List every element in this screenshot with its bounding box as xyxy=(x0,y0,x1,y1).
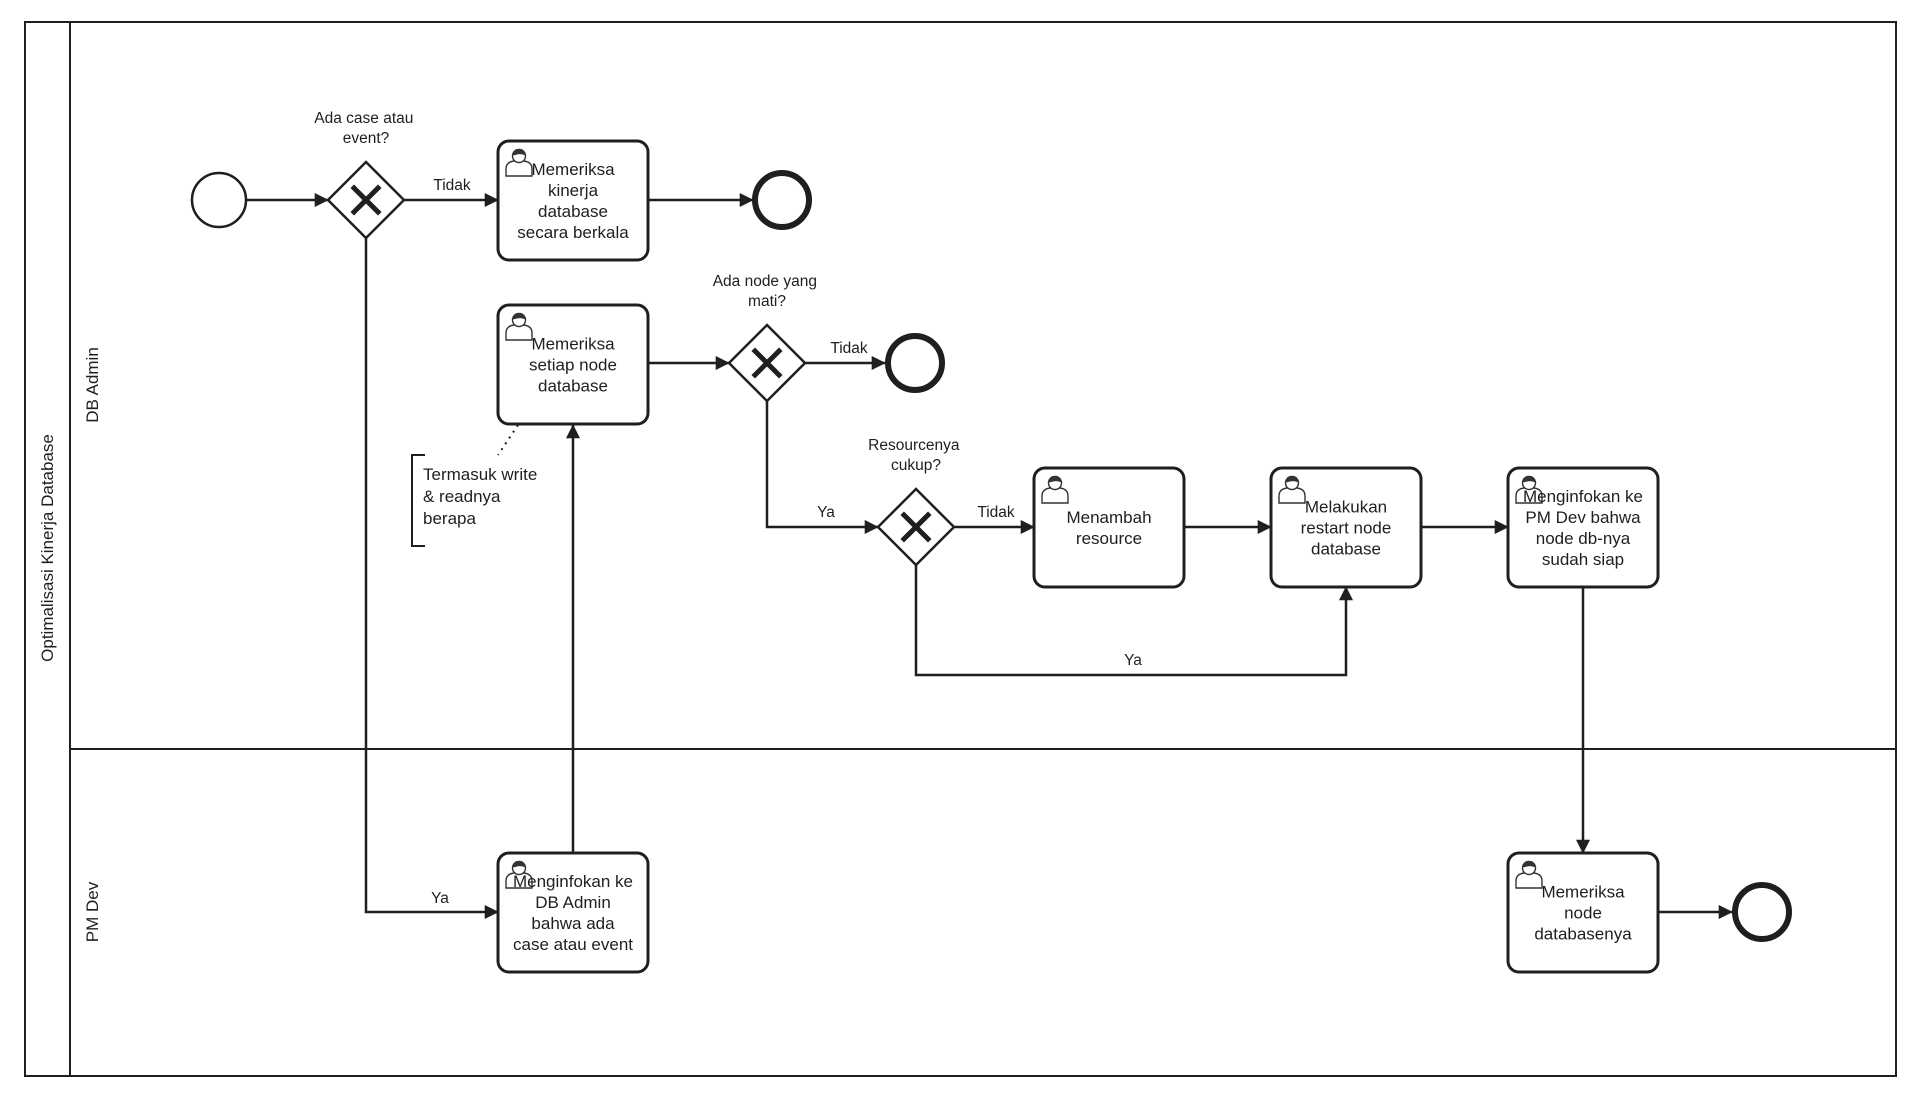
user-icon xyxy=(1515,475,1543,504)
task-label-line: database xyxy=(538,202,608,221)
task-label-line: sudah siap xyxy=(1542,550,1624,569)
flow-label-g2-ya: Ya xyxy=(817,504,835,521)
flow-g3-ya-to-t5[interactable] xyxy=(914,565,1353,677)
task-t4[interactable]: Menambah resource xyxy=(1032,466,1186,589)
user-icon xyxy=(1278,475,1306,504)
task-label-line: Menginfokan ke xyxy=(1523,487,1643,506)
task-box xyxy=(1269,466,1423,589)
task-label-line: Menginfokan ke xyxy=(513,872,633,891)
task-t3[interactable]: Menginfokan ke DB Admin bahwa ada case atau… xyxy=(496,851,650,974)
task-label-line: kinerja xyxy=(548,181,599,200)
task-box xyxy=(496,851,650,974)
task-box xyxy=(1506,851,1660,974)
end-event-1[interactable] xyxy=(752,170,812,230)
flow-label-g2-tidak: Tidak xyxy=(830,340,868,357)
task-t7[interactable]: Memeriksa node databasenya xyxy=(1506,851,1660,974)
task-label: Melakukan restart node database xyxy=(1301,498,1392,559)
user-icon xyxy=(505,312,533,341)
gateway-question-3: Resourcenya cukup? xyxy=(868,437,964,474)
task-t6[interactable]: Menginfokan ke PM Dev bahwa node db-nya sud… xyxy=(1506,466,1660,589)
lane-label-pm-dev: PM Dev xyxy=(83,881,102,942)
end-event-3[interactable] xyxy=(1732,882,1792,942)
task-label-line: restart node xyxy=(1301,519,1392,538)
gateway-question-1: Ada case atau event? xyxy=(314,110,417,147)
exclusive-x-icon xyxy=(900,511,932,543)
task-label: Memeriksa setiap node database xyxy=(529,335,617,396)
task-label: Menginfokan ke DB Admin bahwa ada case atau… xyxy=(513,872,633,954)
end-event-2[interactable] xyxy=(885,333,945,393)
task-label: Menginfokan ke PM Dev bahwa node db-nya sud… xyxy=(1523,487,1643,569)
gateway-node-mati[interactable] xyxy=(727,323,807,403)
task-label-line: secara berkala xyxy=(517,223,629,242)
task-box xyxy=(1032,466,1186,589)
annotation-association xyxy=(497,424,519,456)
exclusive-x-icon xyxy=(350,184,382,216)
task-t2[interactable]: Memeriksa setiap node database xyxy=(496,303,650,426)
flow-label-g1-tidak: Tidak xyxy=(433,177,471,194)
task-label-line: Memeriksa xyxy=(531,335,615,354)
flow-label-g3-ya: Ya xyxy=(1124,652,1142,669)
gateway-case-or-event[interactable] xyxy=(326,160,406,240)
gateway-resource-cukup[interactable] xyxy=(876,487,956,567)
gateway-question-2: Ada node yang mati? xyxy=(713,273,822,310)
task-box xyxy=(496,139,650,262)
pool xyxy=(24,21,1897,1077)
task-label-line: bahwa ada xyxy=(531,914,615,933)
start-event[interactable] xyxy=(190,171,248,229)
task-label: Menambah resource xyxy=(1066,508,1151,548)
flow-label-g3-tidak: Tidak xyxy=(977,504,1015,521)
task-label-line: databasenya xyxy=(1534,925,1632,944)
flow-g1-ya-to-t3[interactable] xyxy=(364,238,499,919)
task-label-line: PM Dev bahwa xyxy=(1525,508,1641,527)
annotation-bracket xyxy=(411,454,425,547)
task-label-line: Menambah xyxy=(1066,508,1151,527)
task-label: Memeriksa kinerja database secara berkala xyxy=(517,160,629,242)
task-label-line: Melakukan xyxy=(1305,498,1387,517)
task-label-line: Memeriksa xyxy=(1541,883,1625,902)
task-label-line: database xyxy=(538,377,608,396)
flow-g2-ya-to-g3[interactable] xyxy=(765,401,879,534)
task-label-line: Memeriksa xyxy=(531,160,615,179)
user-icon xyxy=(505,148,533,177)
task-label-line: database xyxy=(1311,540,1381,559)
pool-title: Optimalisasi Kinerja Database xyxy=(38,434,57,662)
task-label-line: case atau event xyxy=(513,935,633,954)
annotation-text: Termasuk write & readnya berapa xyxy=(423,465,542,528)
task-box xyxy=(1506,466,1660,589)
task-label-line: node xyxy=(1564,904,1602,923)
exclusive-x-icon xyxy=(751,347,783,379)
sequence-flows xyxy=(246,193,1733,919)
task-label-line: resource xyxy=(1076,529,1142,548)
lane-label-db-admin: DB Admin xyxy=(83,347,102,423)
task-t5[interactable]: Melakukan restart node database xyxy=(1269,466,1423,589)
task-box xyxy=(496,303,650,426)
task-label-line: DB Admin xyxy=(535,893,611,912)
user-icon xyxy=(1041,475,1069,504)
task-label: Memeriksa node databasenya xyxy=(1534,883,1632,944)
user-icon xyxy=(1515,860,1543,889)
task-label-line: node db-nya xyxy=(1536,529,1631,548)
task-label-line: setiap node xyxy=(529,356,617,375)
flow-label-g1-ya: Ya xyxy=(431,890,449,907)
task-t1[interactable]: Memeriksa kinerja database secara berkala xyxy=(496,139,650,262)
user-icon xyxy=(505,860,533,889)
